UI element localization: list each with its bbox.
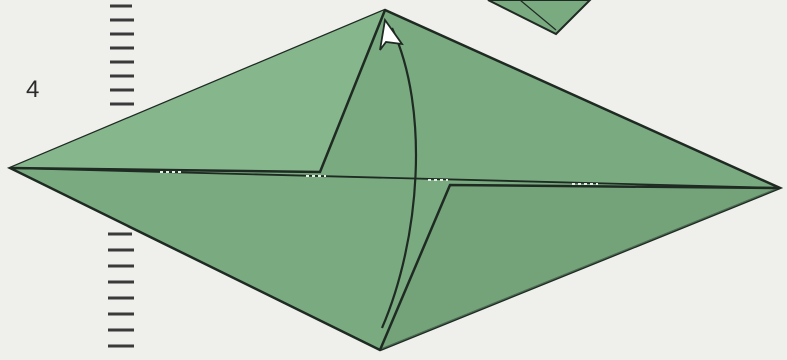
previous-step-fragment (488, 0, 590, 34)
ruler-marks-top (110, 6, 134, 104)
ruler-marks-bottom (108, 234, 134, 346)
step-number: 4 (26, 76, 39, 104)
previous-step-paper (488, 0, 590, 34)
